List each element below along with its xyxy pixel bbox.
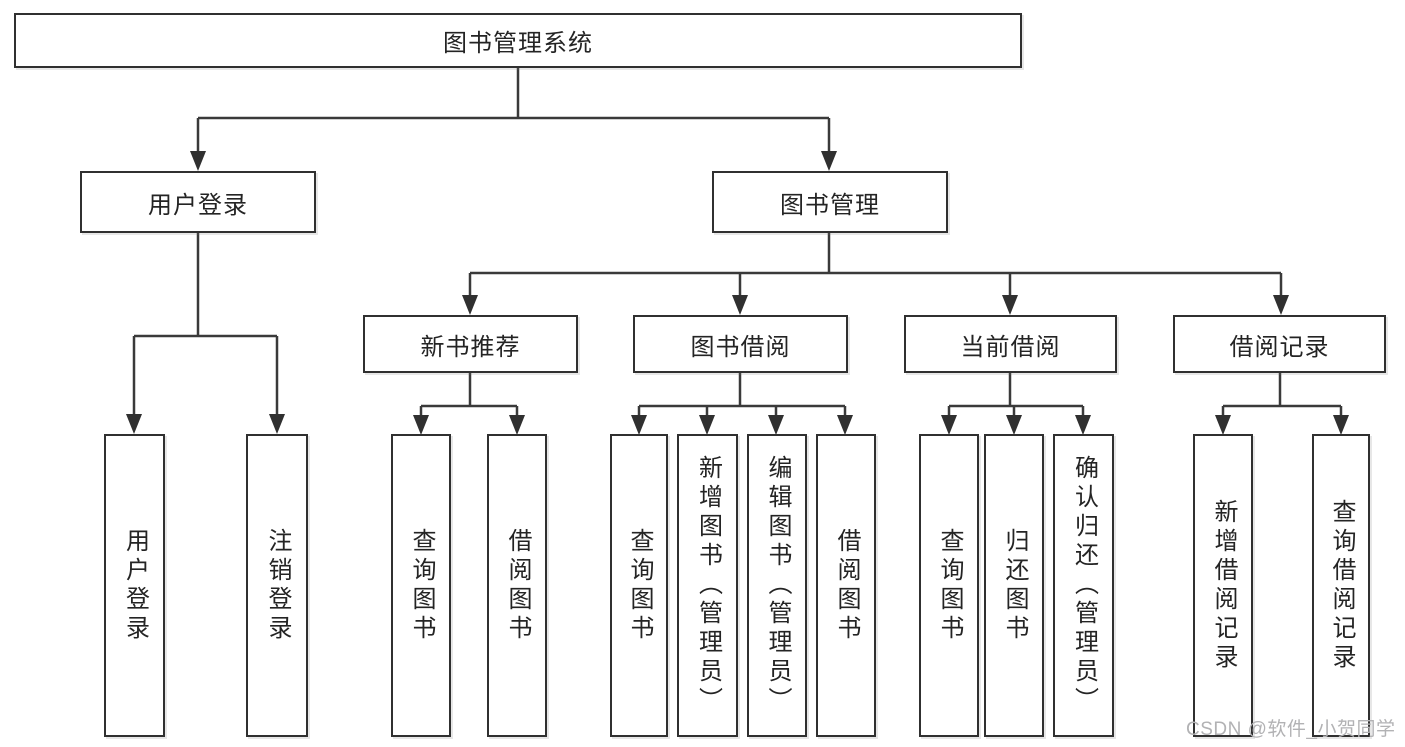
node-label: 图书借阅 [690,333,791,361]
leaf-label: 查询图书 [626,527,653,644]
leaf-label: 查询借阅记录 [1328,498,1355,673]
node-label: 图书管理 [780,191,880,219]
leaf-label: 编辑图书（管理员） [764,455,791,716]
leaf-label: 归还图书 [1001,527,1028,644]
node-root-label: 图书管理系统 [443,30,593,57]
node-user-login: 用户登录 [80,171,316,233]
node-borrow-records: 借阅记录 [1173,315,1386,373]
leaf-label: 新增图书（管理员） [694,455,722,716]
leaf-recommend-borrow-books: 借阅图书 [487,434,547,737]
leaf-current-query-books: 查询图书 [919,434,979,737]
node-current-borrow: 当前借阅 [904,315,1117,373]
leaf-label: 借阅图书 [504,527,531,644]
leaf-current-confirm-return-admin: 确认归还（管理员） [1053,434,1114,737]
leaf-borrow-edit-books-admin: 编辑图书（管理员） [747,434,807,737]
connector-trunk-lines [134,68,1341,408]
node-label: 借阅记录 [1229,333,1330,361]
node-root-system: 图书管理系统 [14,13,1022,68]
leaf-current-return-books: 归还图书 [984,434,1044,737]
leaf-user-login: 用户登录 [104,434,165,737]
node-book-management: 图书管理 [712,171,948,233]
node-label: 新书推荐 [420,333,521,361]
leaf-label: 注销登录 [264,527,291,644]
leaf-logout-login: 注销登录 [246,434,308,737]
leaf-borrow-borrow-books: 借阅图书 [816,434,876,737]
csdn-watermark: CSDN @软件_小贺同学 [1186,719,1396,740]
leaf-label: 确认归还（管理员） [1070,455,1098,716]
leaf-borrow-add-books-admin: 新增图书（管理员） [677,434,738,737]
node-label: 当前借阅 [960,333,1061,361]
leaf-label: 用户登录 [121,527,149,644]
leaf-label: 查询图书 [408,527,435,644]
node-book-borrow: 图书借阅 [633,315,848,373]
leaf-label: 查询图书 [936,527,963,644]
leaf-label: 新增借阅记录 [1210,498,1237,673]
leaf-records-query-record: 查询借阅记录 [1312,434,1370,737]
leaf-records-add-record: 新增借阅记录 [1193,434,1253,737]
leaf-borrow-query-books: 查询图书 [610,434,668,737]
node-new-book-recommend: 新书推荐 [363,315,578,373]
leaf-label: 借阅图书 [833,527,860,644]
node-label: 用户登录 [148,191,248,219]
leaf-recommend-query-books: 查询图书 [391,434,451,737]
